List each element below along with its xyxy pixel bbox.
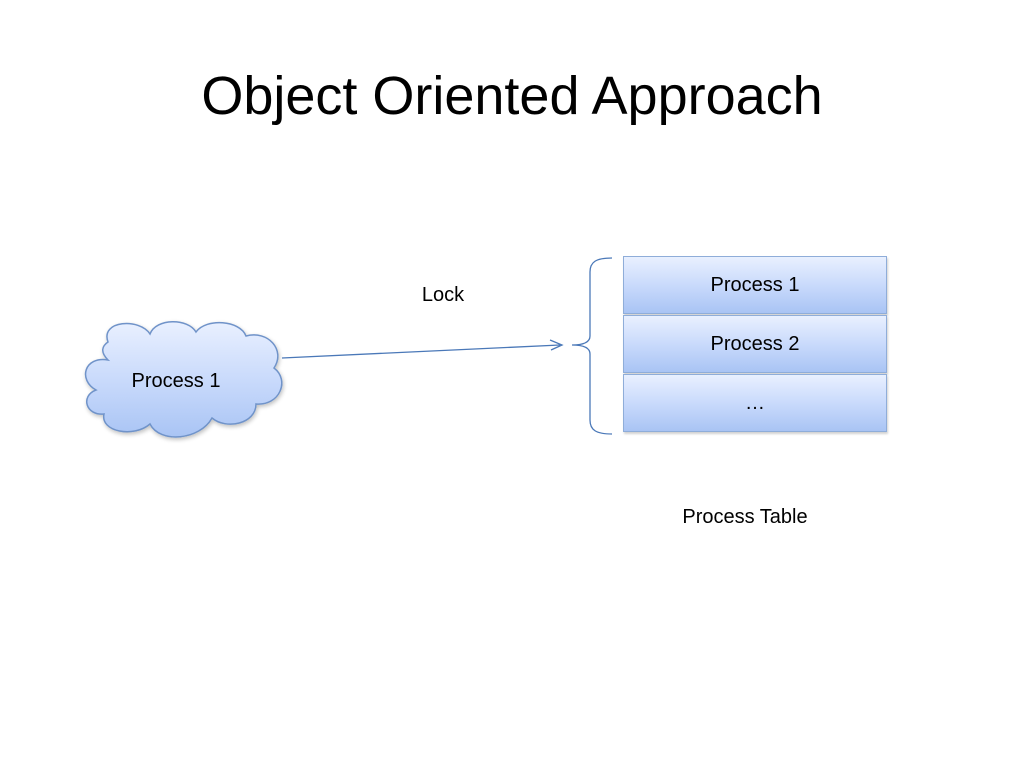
lock-arrow bbox=[281, 339, 564, 359]
slide-title: Object Oriented Approach bbox=[201, 66, 823, 126]
process-table-row: … bbox=[623, 374, 887, 432]
process-table-row-label: Process 1 bbox=[710, 273, 800, 296]
process-table-caption: Process Table bbox=[682, 506, 808, 528]
process-table-row: Process 1 bbox=[623, 256, 887, 314]
lock-label: Lock bbox=[421, 284, 465, 306]
process-table-row: Process 2 bbox=[623, 315, 887, 373]
process-table: Process 1 Process 2 … bbox=[623, 256, 887, 433]
process-table-row-label: Process 2 bbox=[710, 332, 800, 355]
cloud-process-label: Process 1 bbox=[131, 370, 221, 392]
process-table-row-label: … bbox=[745, 391, 765, 414]
table-brace bbox=[571, 257, 613, 435]
process-cloud-shape bbox=[84, 321, 283, 438]
